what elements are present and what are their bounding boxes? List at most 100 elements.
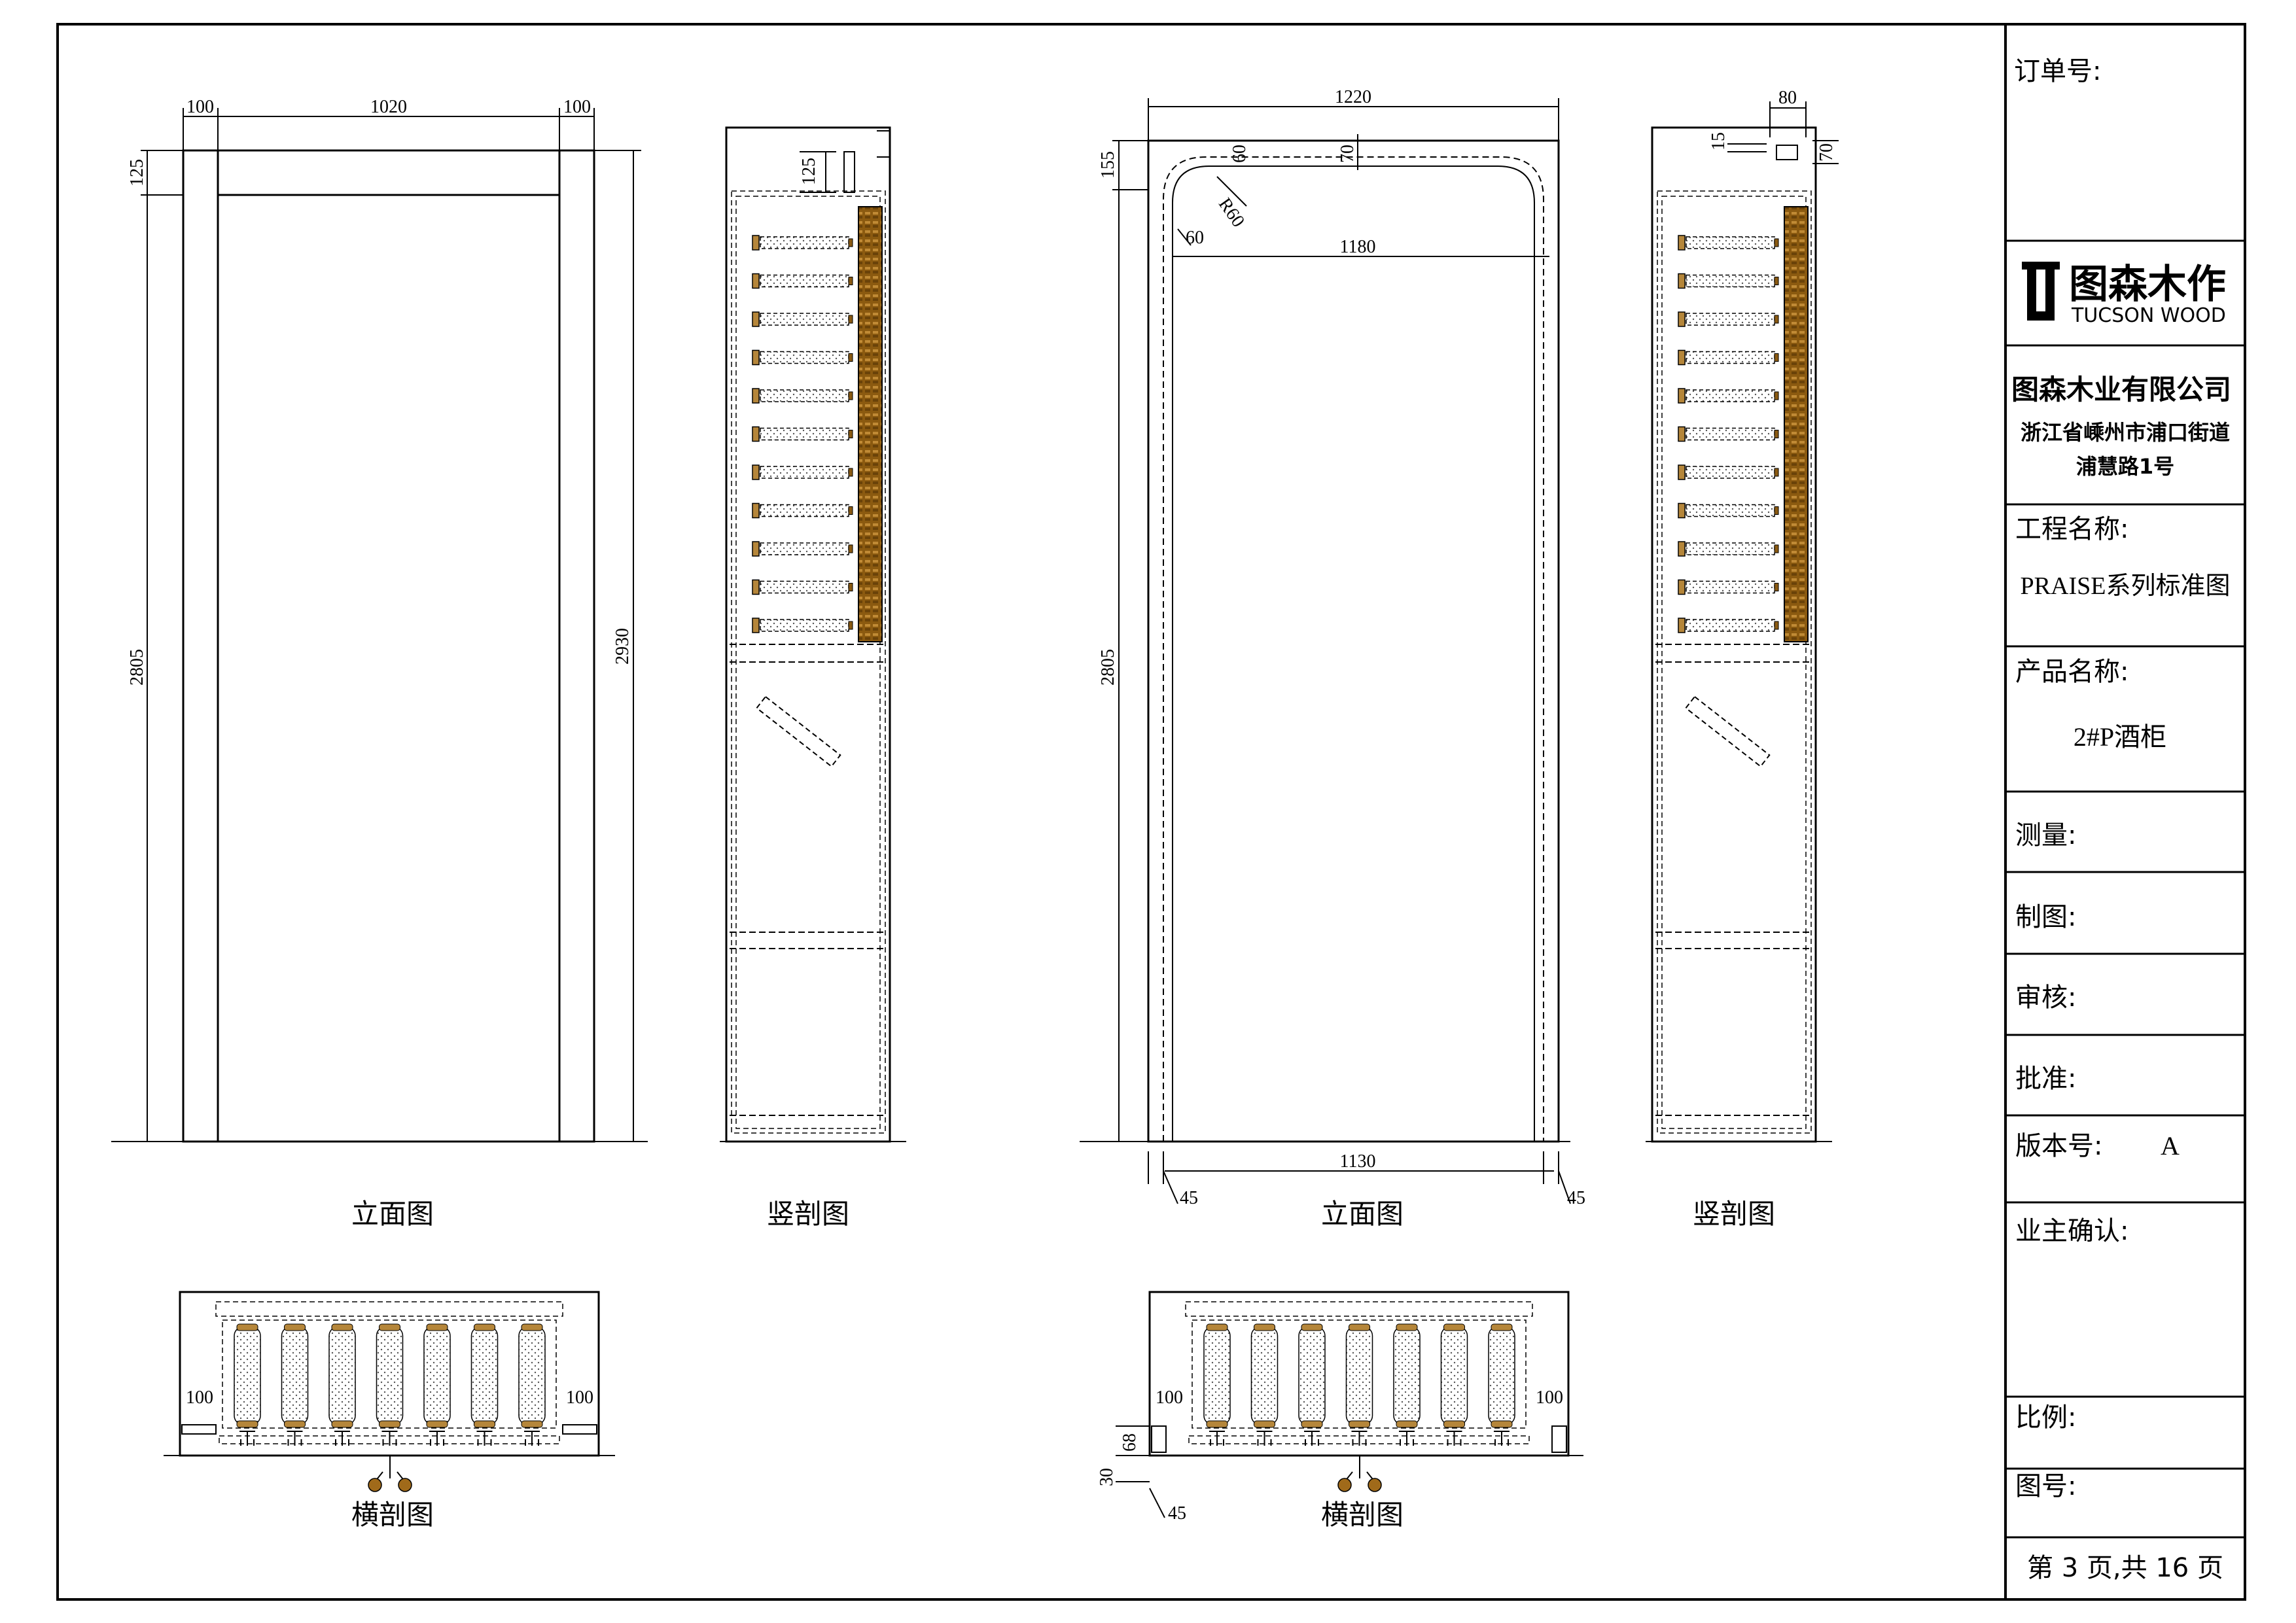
drawn-label: 制图: (2015, 902, 2076, 932)
dim-e2-45r: 45 (1567, 1188, 1585, 1208)
bottle (1440, 1323, 1468, 1446)
bottle-row (752, 426, 853, 442)
caption-hsection-1: 横剖图 (351, 1499, 434, 1531)
bottle (1203, 1323, 1231, 1446)
dim-h2-30: 30 (1097, 1468, 1117, 1486)
bottle (470, 1323, 499, 1446)
dim-e2-45l: 45 (1180, 1188, 1198, 1208)
handle-1 (368, 1456, 412, 1492)
product-label: 产品名称: (2015, 657, 2128, 687)
dim-e1-total: 2930 (612, 628, 633, 665)
bottle-row (752, 311, 853, 327)
dim-e2-width: 1220 (1335, 87, 1371, 107)
dim-h2-left: 100 (1156, 1387, 1183, 1408)
bottle-row (752, 235, 853, 251)
bottle (281, 1323, 309, 1446)
elevation-view-2 (1080, 98, 1571, 1204)
bottle-row (752, 464, 853, 480)
bottle (234, 1323, 261, 1446)
horizontal-section-1 (164, 1291, 615, 1492)
caption-elevation-2: 立面图 (1321, 1198, 1404, 1230)
company-name: 图森木业有限公司 (2011, 374, 2231, 406)
bottle (518, 1323, 546, 1446)
dim-v1-top: 125 (799, 158, 819, 185)
vertical-section-2 (1646, 101, 1839, 1143)
project-label: 工程名称: (2015, 514, 2128, 544)
dim-e1-right: 100 (563, 97, 591, 117)
bottle (376, 1323, 404, 1446)
vertical-section-1 (720, 126, 906, 1143)
bottle (328, 1323, 356, 1446)
dim-e2-inner: 1180 (1340, 237, 1376, 257)
dim-e1-left: 100 (186, 97, 214, 117)
wine-bottles-top-2 (1203, 1323, 1515, 1446)
page-info: 第 3 页,共 16 页 (2027, 1553, 2223, 1583)
title-block: 订单号: 图森木作 TUCSON WOOD 图森木业有限公司 浙江省嵊州市浦口街… (2004, 24, 2245, 1599)
version-value: A (2161, 1131, 2180, 1161)
dim-h2-45: 45 (1168, 1503, 1186, 1524)
bottle (1250, 1323, 1279, 1446)
dim-h2-right: 100 (1536, 1387, 1563, 1408)
caption-vsection-2: 竖剖图 (1693, 1198, 1775, 1230)
dim-e2-bottom: 1130 (1340, 1151, 1376, 1172)
bottle-row (752, 618, 853, 633)
elevation-view-1 (111, 108, 648, 1143)
logo-cn: 图森木作 (2069, 262, 2226, 307)
dim-e2-top: 155 (1098, 151, 1118, 179)
dim-e1-height: 2805 (127, 649, 147, 686)
company-logo: 图森木作 TUCSON WOOD (2022, 262, 2226, 327)
bottle-row (752, 579, 853, 595)
wine-bottles-side-2 (1678, 235, 1779, 633)
address-line-1: 浙江省嵊州市浦口街道 (2021, 420, 2230, 445)
bottle-row (752, 541, 853, 557)
bottle-row (752, 349, 853, 366)
caption-vsection-1: 竖剖图 (767, 1198, 849, 1230)
bottle-row (1678, 502, 1779, 519)
bottle-row (1678, 541, 1779, 557)
approve-label: 批准: (2015, 1064, 2076, 1094)
bottle-row (752, 388, 853, 404)
caption-hsection-2: 横剖图 (1321, 1499, 1404, 1531)
version-label: 版本号: (2015, 1131, 2102, 1161)
dim-e2-height: 2805 (1098, 649, 1118, 686)
product-value: 2#P酒柜 (2074, 722, 2166, 752)
bottle-row (1678, 311, 1779, 327)
bottle-row (1678, 464, 1779, 480)
bottle-row (1678, 426, 1779, 442)
bottle-row (1678, 235, 1779, 251)
drawing-no-label: 图号: (2015, 1471, 2076, 1501)
owner-confirm-label: 业主确认: (2015, 1216, 2128, 1246)
measure-label: 测量: (2015, 820, 2076, 850)
handle-2 (1337, 1456, 1382, 1492)
dim-e1-mid: 1020 (370, 97, 407, 117)
logo-en: TUCSON WOOD (2071, 304, 2226, 327)
dim-v2-80: 80 (1778, 88, 1797, 108)
bottle (1488, 1323, 1515, 1446)
bottle (1393, 1323, 1421, 1446)
scale-label: 比例: (2015, 1403, 2076, 1433)
caption-elevation-1: 立面图 (351, 1198, 434, 1230)
bottle (1345, 1323, 1373, 1446)
bottle-row (1678, 349, 1779, 366)
wine-bottles-side-1 (752, 235, 853, 633)
bottle-row (1678, 579, 1779, 595)
review-label: 审核: (2015, 983, 2076, 1013)
dim-v2-70: 70 (1816, 143, 1837, 162)
dim-e1-top: 125 (127, 159, 147, 186)
horizontal-section-2 (1116, 1291, 1583, 1518)
sheet-border (56, 23, 2246, 1601)
address-line-2: 浦慧路1号 (2076, 454, 2174, 479)
dim-e2-r60: R60 (1214, 194, 1248, 231)
bottle-row (752, 273, 853, 289)
dim-e2-60a: 60 (1229, 145, 1250, 163)
bottle (1298, 1323, 1326, 1446)
bottle (423, 1323, 451, 1446)
bottle-row (1678, 618, 1779, 633)
wine-bottles-top-1 (234, 1323, 546, 1446)
project-value: PRAISE系列标准图 (2021, 572, 2231, 600)
dim-e2-70: 70 (1337, 145, 1358, 163)
bottle-row (752, 502, 853, 519)
dim-e2-60b: 60 (1186, 228, 1204, 248)
bottle-row (1678, 388, 1779, 404)
